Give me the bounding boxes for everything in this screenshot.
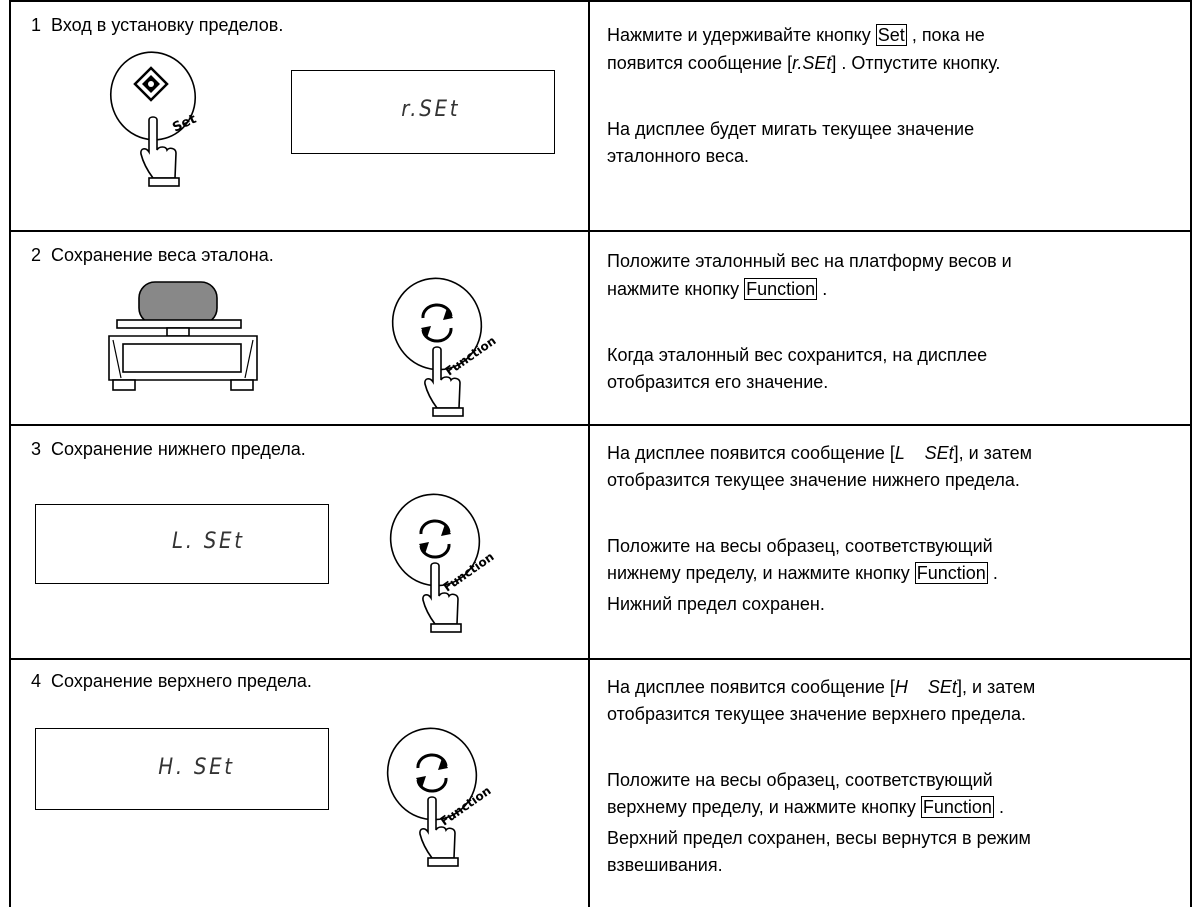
step-3-instruction-line-3: Положите на весы образец, соответствующи… [607, 536, 993, 556]
step-2-number: 2 [31, 245, 42, 265]
function-key-label: Function [914, 562, 988, 584]
step-1-instruction-line-1: Нажмите и удерживайте кнопку Set , пока … [607, 24, 985, 46]
step-2-title: 2 Сохранение веса эталона. [31, 242, 274, 269]
step-3-title-text: Сохранение нижнего предела. [51, 439, 306, 459]
step-1-title: 1 Вход в установку пределов. [31, 12, 283, 39]
step-3-display-text: L. SEt [172, 529, 245, 554]
step-2-instruction-line-3: Когда эталонный вес сохранится, на диспл… [607, 345, 988, 365]
scale-with-weight-icon [108, 281, 258, 391]
step-3-instruction-line-1: На дисплее появится сообщение [L SEt], и… [607, 443, 1032, 463]
step-4-instruction-line-4: верхнему пределу, и нажмите кнопку Funct… [607, 796, 1004, 818]
set-key-label: Set [875, 24, 907, 46]
step-4-instruction-line-6: взвешивания. [607, 855, 723, 875]
step-2-instruction-line-1: Положите эталонный вес на платформу весо… [607, 251, 1012, 271]
step-4-number: 4 [31, 671, 42, 691]
step-3-display: L. SEt [35, 504, 329, 584]
step-3-title: 3 Сохранение нижнего предела. [31, 436, 306, 463]
step-4-title: 4 Сохранение верхнего предела. [31, 668, 312, 695]
step-3-instruction-line-4: нижнему пределу, и нажмите кнопку Functi… [607, 562, 998, 584]
step-3-number: 3 [31, 439, 42, 459]
instruction-table: 1 Вход в установку пределов. Set r.SEt Н… [9, 0, 1192, 907]
step-2-instruction-line-4: отобразится его значение. [607, 372, 829, 392]
step-1-number: 1 [31, 15, 42, 35]
step-3-instruction-line-5: Нижний предел сохранен. [607, 594, 825, 614]
function-key-label: Function [744, 278, 818, 300]
step-1-instruction-line-3: На дисплее будет мигать текущее значение [607, 119, 975, 139]
step-2-instruction-line-2: нажмите кнопку Function . [607, 278, 828, 300]
step-1-title-text: Вход в установку пределов. [51, 15, 284, 35]
step-3-instruction-line-2: отобразится текущее значение нижнего пре… [607, 470, 1020, 490]
step-4-instruction-line-2: отобразится текущее значение верхнего пр… [607, 704, 1026, 724]
step-1-display-text: r.SEt [401, 97, 461, 122]
step-1-display: r.SEt [291, 70, 555, 154]
set-button-press-icon: Set [109, 51, 199, 187]
step-1-instruction-line-2: появится сообщение [r.SEt] . Отпустите к… [607, 53, 1001, 73]
step-4-display-text: H. SEt [158, 755, 235, 780]
function-key-label: Function [920, 796, 994, 818]
step-2-title-text: Сохранение веса эталона. [51, 245, 274, 265]
step-4-instruction-line-1: На дисплее появится сообщение [H SEt], и… [607, 677, 1036, 697]
step-4-display: H. SEt [35, 728, 329, 810]
step-4-instruction-line-3: Положите на весы образец, соответствующи… [607, 770, 993, 790]
function-button-press-icon: Function [386, 727, 494, 867]
step-4-title-text: Сохранение верхнего предела. [51, 671, 312, 691]
step-4-instruction-line-5: Верхний предел сохранен, весы вернутся в… [607, 828, 1031, 848]
function-button-press-icon: Function [391, 277, 499, 417]
function-button-press-icon: Function [389, 493, 497, 633]
step-1-instruction-line-4: эталонного веса. [607, 146, 750, 166]
